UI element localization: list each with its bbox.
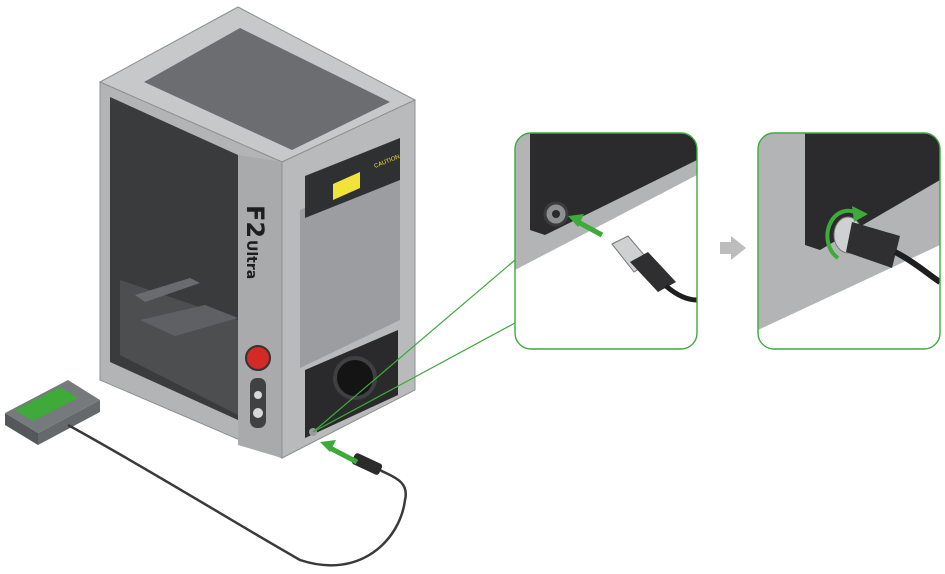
zoom-line-top: [312, 259, 516, 433]
work-platform: [140, 305, 238, 336]
foot-switch: [5, 380, 408, 567]
interior-rail: [135, 278, 200, 302]
zoom-1-dark-panel: [530, 133, 697, 235]
machine-top-window: [144, 28, 390, 150]
foot-switch-side-right: [38, 400, 100, 445]
green-arrow-icon: [320, 440, 359, 465]
zoom-panel-tighten: [757, 132, 941, 350]
exhaust-port: [333, 356, 377, 400]
start-button[interactable]: [253, 408, 263, 418]
laser-machine: CAUTION F2 Ultra: [98, 6, 417, 459]
zoom-1-port-center: [552, 210, 560, 218]
zoom-panel-1-border: [514, 132, 698, 350]
vent-grille: [300, 165, 400, 368]
zoom-panel-insert: [514, 132, 698, 350]
zoom-1-plug: [611, 235, 697, 303]
brand-sub: Ultra: [243, 240, 259, 279]
grey-arrow-right-icon: [720, 236, 746, 260]
power-button[interactable]: [254, 391, 262, 399]
machine-front-column: [238, 155, 282, 458]
green-arrow-icon: [568, 214, 604, 238]
foot-switch-side: [5, 413, 38, 445]
cable-plug: [351, 453, 383, 475]
control-button-strip: [250, 378, 266, 428]
clockwise-rotate-icon: [825, 206, 868, 260]
emergency-stop-button[interactable]: [245, 345, 271, 371]
foot-switch-green-top: [15, 387, 78, 421]
zoom-line-bottom: [312, 322, 516, 433]
brand-main: F2: [241, 205, 269, 238]
yellow-label: [333, 172, 360, 200]
zoom-panel-2-border: [757, 132, 941, 350]
zoom-2-plug: [833, 216, 940, 285]
foot-switch-cable: [67, 423, 408, 567]
